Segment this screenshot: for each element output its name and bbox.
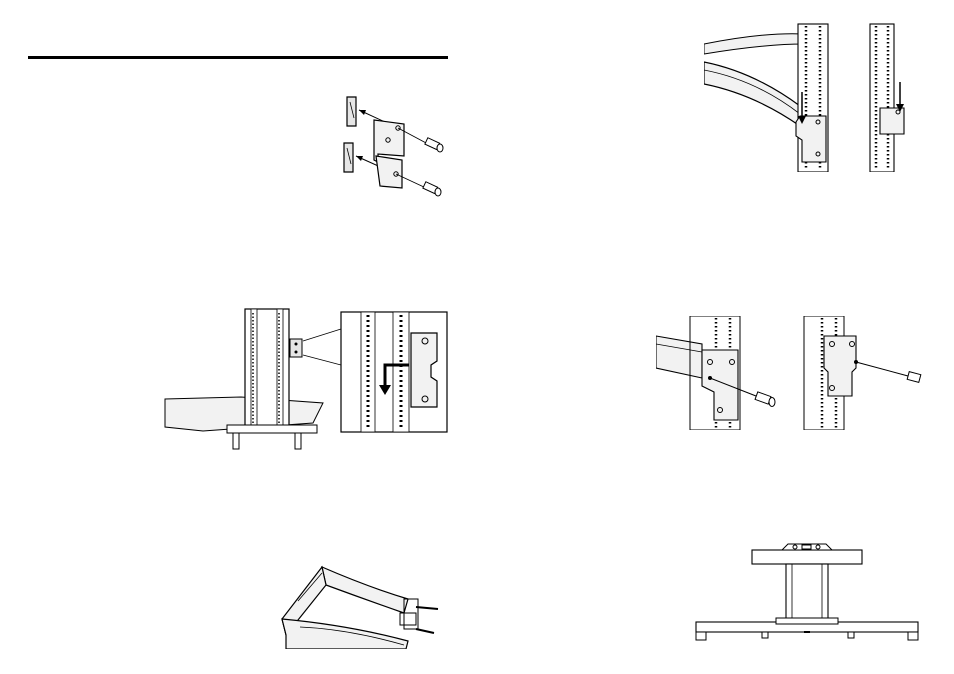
shelf-brackets-on-columns-figure [704, 22, 920, 172]
section-heading-rule [28, 56, 448, 59]
bracket-screws-fastening-figure [656, 316, 924, 430]
curved-shelf-frame-figure [278, 563, 448, 649]
column-bracket-insert-figure [163, 307, 449, 455]
stand-base-level-figure [692, 538, 922, 650]
bracket-bolts-exploded-figure [330, 90, 448, 200]
